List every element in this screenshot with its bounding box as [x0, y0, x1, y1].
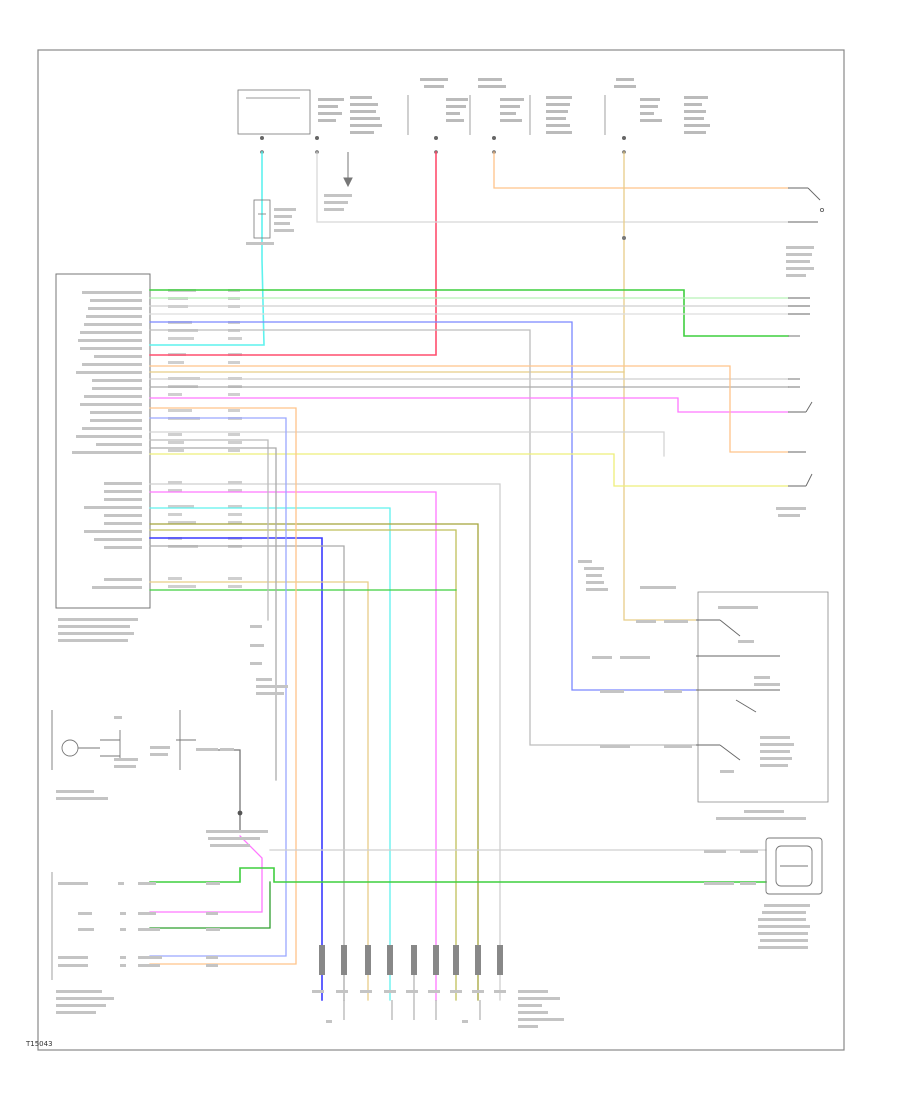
- connector-labels: [246, 194, 352, 245]
- wire-gray-top: [316, 151, 789, 223]
- wires: [149, 151, 789, 1001]
- top-fuse-text-blocks: [318, 78, 710, 134]
- bottom-connector-lines: [343, 975, 481, 1020]
- lower-left-sensor: [51, 710, 196, 770]
- dlc-labels: [704, 850, 810, 949]
- bottom-connector-labels: [312, 990, 564, 1028]
- top-bracket-lines: [407, 95, 606, 135]
- wire-green-dark: [149, 881, 271, 929]
- wire-olive-down: [149, 523, 479, 1001]
- right-labels: [640, 246, 814, 589]
- bottom-left-labels: [56, 882, 220, 1014]
- wire-gray-down-1: [149, 483, 501, 1001]
- wire-gray-mid-2: [149, 447, 277, 781]
- wire-color-tags: [168, 289, 242, 588]
- wire-blue-right: [149, 321, 697, 691]
- wire-gray-down-2: [149, 545, 345, 1001]
- right-module-contents: [696, 619, 780, 761]
- fuse-pins: [260, 136, 626, 154]
- wire-cyan: [149, 151, 265, 346]
- connector-symbol: [253, 199, 271, 239]
- wire-pink-down: [149, 491, 437, 1001]
- bottom-connector-terminals: [319, 945, 503, 975]
- wire-darkblue-down: [149, 537, 323, 1001]
- wire-pink: [149, 397, 789, 413]
- wire-orange-row: [149, 365, 789, 453]
- wire-yellow: [149, 453, 789, 487]
- wire-orange-top: [493, 151, 789, 189]
- dlc-connector: [765, 837, 823, 895]
- wire-green-bottom: [149, 867, 767, 883]
- lower-left-labels: [56, 625, 288, 847]
- wire-orange-mid: [149, 407, 297, 965]
- wire-pink-mid: [149, 835, 263, 913]
- wire-tan-down: [623, 371, 697, 621]
- right-module-labels: [578, 560, 806, 820]
- right-switch-symbols: [788, 187, 825, 487]
- splice-dot: [622, 236, 626, 240]
- pcm-module-box: [55, 273, 151, 609]
- wire-red: [149, 151, 437, 356]
- wire-gray-ground: [209, 749, 241, 831]
- ground-symbol-left: [237, 810, 243, 816]
- diagram-frame: [37, 49, 845, 1051]
- wire-tan-down-2: [149, 581, 369, 1001]
- wire-gray-mid: [149, 439, 269, 621]
- wire-olive-down-2: [149, 529, 457, 1001]
- right-module-box: [697, 591, 829, 803]
- ground-symbol: [343, 152, 353, 188]
- pcm-pin-labels: [72, 291, 142, 589]
- wire-cyan-down: [149, 507, 391, 1001]
- top-fuse-block-left: [237, 89, 311, 135]
- wire-green-1: [149, 289, 789, 337]
- wire-tan-vertical: [149, 151, 625, 373]
- figure-label: T15043: [26, 1040, 53, 1048]
- wire-gray-7: [149, 431, 665, 457]
- pcm-caption: [58, 618, 138, 642]
